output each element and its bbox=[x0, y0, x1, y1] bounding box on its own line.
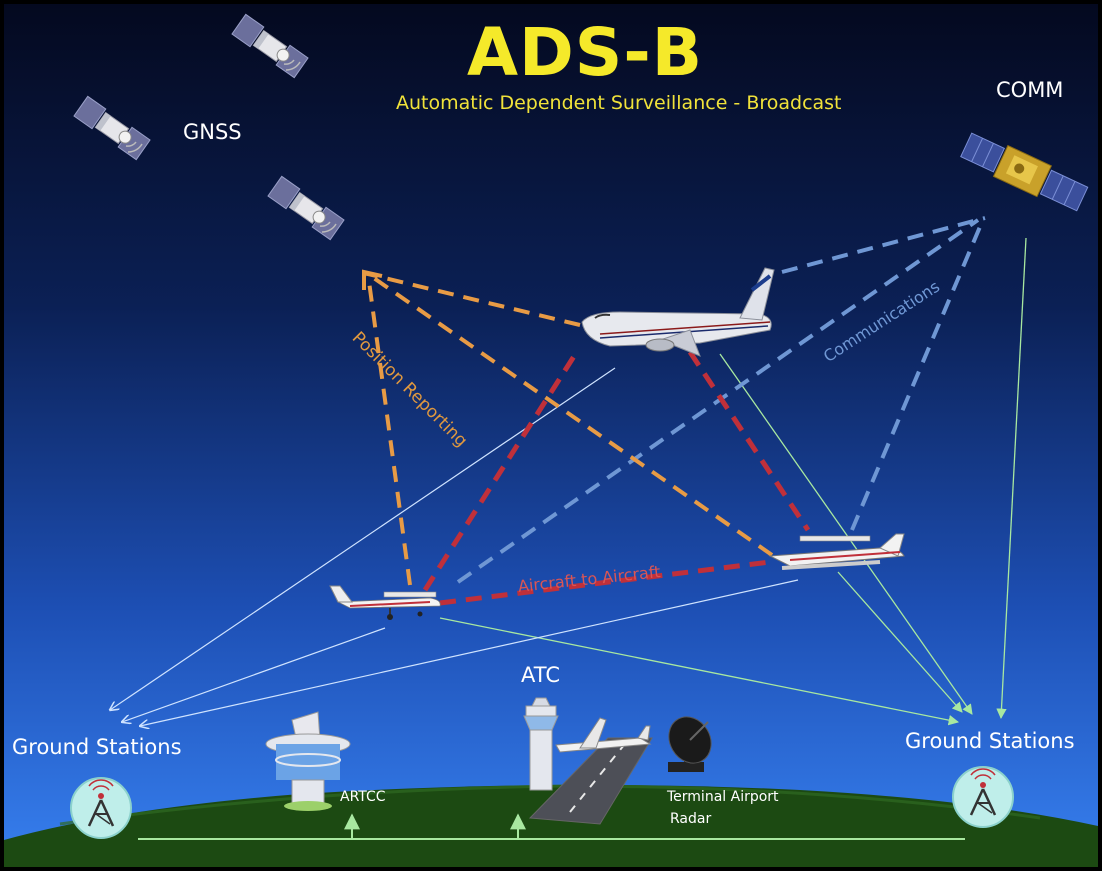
comm-label: COMM bbox=[996, 78, 1064, 102]
position-reporting-links bbox=[362, 269, 774, 586]
ground-horizon bbox=[59, 784, 1041, 826]
diagram-title: ADS-B bbox=[466, 14, 704, 91]
terminal-radar-label-line2: Radar bbox=[670, 811, 712, 827]
comm-satellite-icon bbox=[960, 132, 1089, 212]
atc-label: ATC bbox=[521, 663, 560, 687]
communications-links bbox=[456, 216, 986, 584]
gnss-label: GNSS bbox=[183, 120, 242, 144]
airliner-icon bbox=[581, 267, 775, 357]
right-ground-links bbox=[439, 237, 1027, 726]
ground-station-right-icon bbox=[951, 765, 1015, 829]
artcc-label: ARTCC bbox=[340, 789, 386, 805]
ground-station-left-icon bbox=[69, 776, 133, 840]
aircraft-to-aircraft-links bbox=[422, 348, 811, 606]
atc-tower-icon bbox=[523, 697, 653, 825]
diagram-subtitle: Automatic Dependent Surveillance - Broad… bbox=[396, 92, 842, 114]
ground-stations-right-label: Ground Stations bbox=[905, 729, 1075, 753]
radar-dish-icon bbox=[668, 716, 712, 772]
seaplane-right-icon bbox=[768, 533, 905, 570]
terminal-radar-label-line1: Terminal Airport bbox=[667, 789, 779, 805]
ground bbox=[4, 784, 1098, 867]
ground-stations-left-label: Ground Stations bbox=[12, 735, 182, 759]
artcc-building-icon bbox=[265, 711, 351, 811]
